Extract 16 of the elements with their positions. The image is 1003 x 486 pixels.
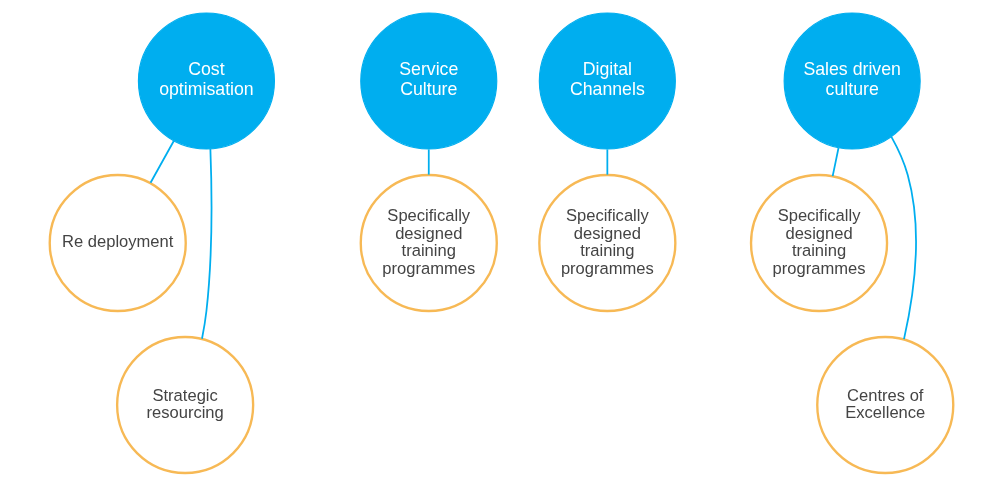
node-circle: Specifically designed training programmes xyxy=(359,173,498,313)
node-circle: Specifically designed training programmes xyxy=(538,173,677,313)
connector xyxy=(427,148,430,176)
connector xyxy=(831,147,840,177)
node-circle: Re deployment xyxy=(48,173,187,313)
node-circle: Cost optimisation xyxy=(137,12,275,150)
node-circle: Service Culture xyxy=(360,12,498,150)
node-circle: Digital Channels xyxy=(538,12,676,150)
node-circle: Specifically designed training programmes xyxy=(749,173,889,313)
node-circle: Strategic resourcing xyxy=(115,335,255,475)
node-circle: Sales driven culture xyxy=(783,12,921,150)
connector xyxy=(149,139,175,184)
connector xyxy=(890,136,917,341)
connector xyxy=(606,148,609,176)
connector xyxy=(201,148,213,340)
node-circle: Centres of Excellence xyxy=(816,335,955,475)
